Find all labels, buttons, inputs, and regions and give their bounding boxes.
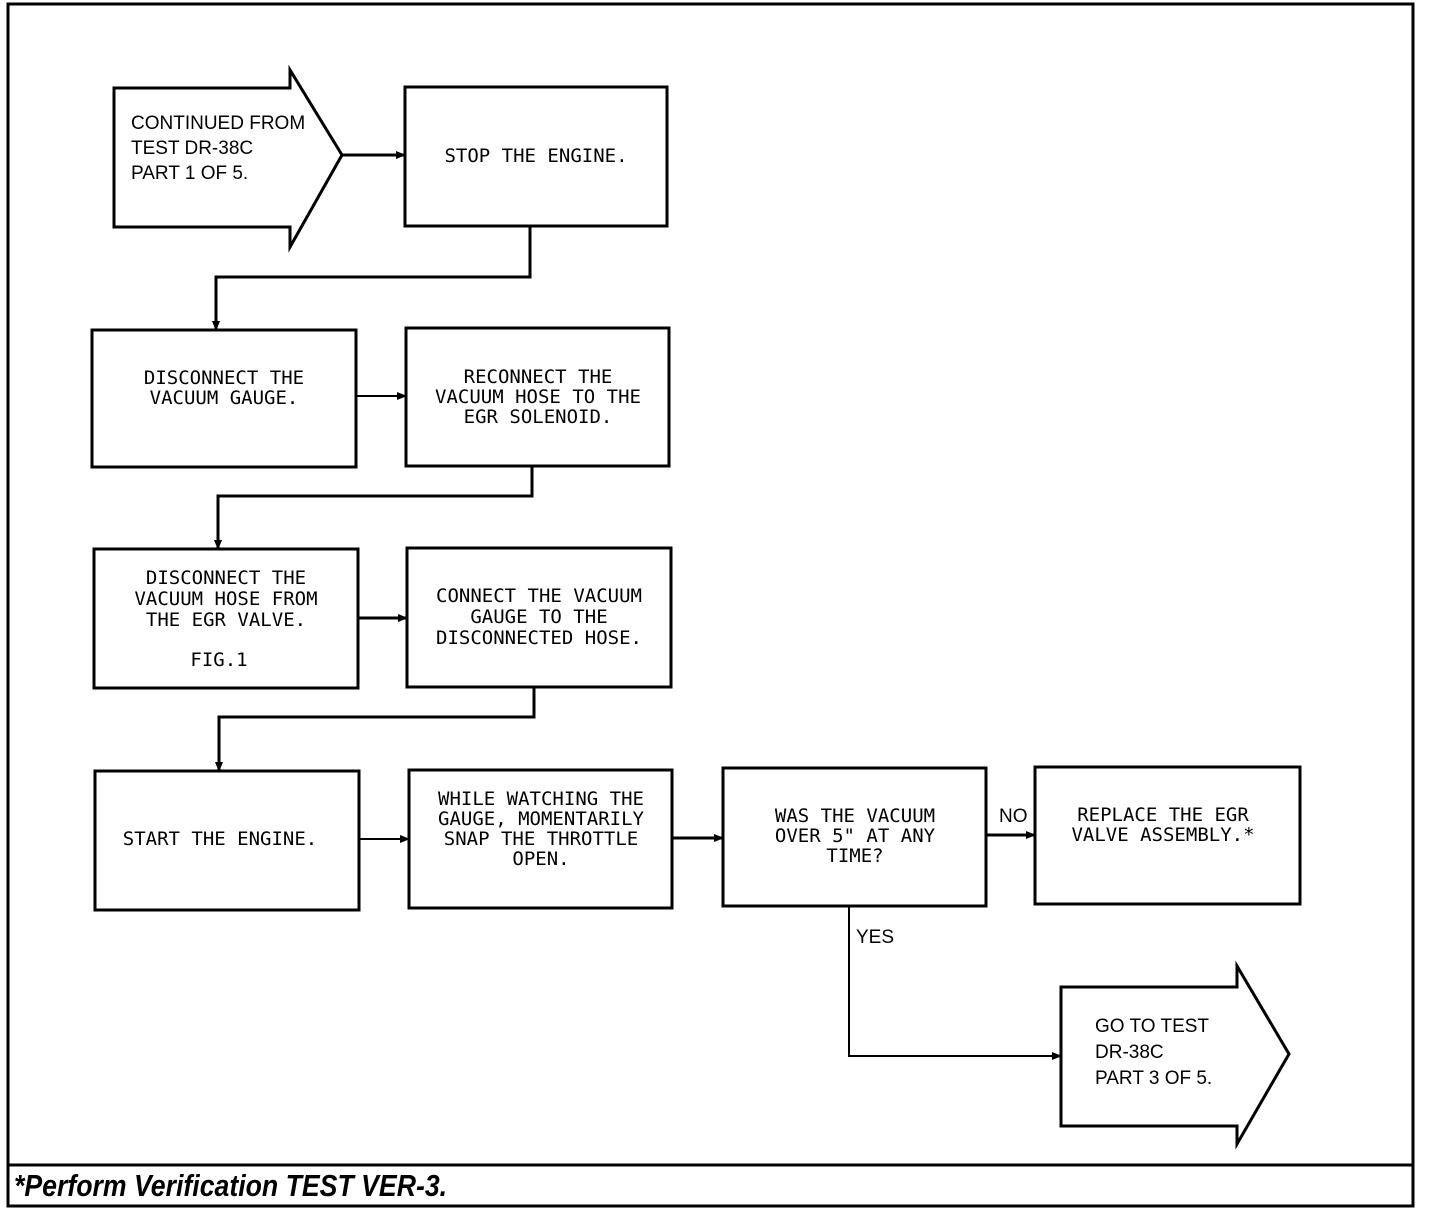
text-line: SNAP THE THROTTLE bbox=[444, 828, 638, 850]
text-line: CONNECT THE VACUUM bbox=[436, 585, 642, 607]
start-arrow-text: CONTINUED FROM TEST DR-38C PART 1 OF 5. bbox=[131, 113, 305, 184]
text-line: OVER 5" AT ANY bbox=[775, 825, 936, 847]
text-line: PART 1 OF 5. bbox=[131, 163, 248, 184]
text-line: GAUGE TO THE bbox=[470, 606, 607, 628]
text-line: WAS THE VACUUM bbox=[775, 805, 935, 827]
text-line: STOP THE ENGINE. bbox=[444, 145, 627, 167]
text-line: VACUUM GAUGE. bbox=[150, 387, 299, 409]
label-no: NO bbox=[999, 806, 1028, 827]
text-line: DR-38C bbox=[1095, 1042, 1164, 1063]
outer-border bbox=[6, 2, 1415, 1208]
text-line: GO TO TEST bbox=[1095, 1016, 1209, 1037]
end-arrow-shape bbox=[1059, 960, 1291, 1150]
text-line: EGR SOLENOID. bbox=[464, 406, 613, 428]
text-line: PART 3 OF 5. bbox=[1095, 1068, 1212, 1089]
text-line: WHILE WATCHING THE bbox=[438, 788, 644, 810]
connector-yes-branch bbox=[848, 906, 1062, 1060]
text-line: DISCONNECTED HOSE. bbox=[436, 627, 642, 649]
start-engine-box bbox=[93, 769, 361, 912]
text-line: REPLACE THE EGR bbox=[1077, 804, 1249, 826]
text-line: DISCONNECT THE bbox=[144, 367, 304, 389]
connector-stop-to-disconnect-gauge bbox=[212, 226, 532, 331]
text-line: CONTINUED FROM bbox=[131, 113, 305, 134]
text-line: START THE ENGINE. bbox=[123, 828, 317, 850]
start-engine-text: START THE ENGINE. bbox=[123, 828, 317, 850]
text-line: DISCONNECT THE bbox=[146, 567, 306, 589]
stop-engine-text: STOP THE ENGINE. bbox=[444, 145, 627, 167]
connector-reconnect-to-disconnect-hose bbox=[214, 466, 534, 550]
verification-footnote: *Perform Verification TEST VER-3. bbox=[14, 1168, 448, 1203]
text-line: OPEN. bbox=[512, 848, 569, 870]
text-line: TEST DR-38C bbox=[131, 138, 253, 159]
text-line: VACUUM HOSE TO THE bbox=[435, 386, 641, 408]
text-line: VACUUM HOSE FROM bbox=[134, 588, 317, 610]
text-line: GAUGE, MOMENTARILY bbox=[438, 808, 644, 830]
label-yes: YES bbox=[856, 927, 894, 948]
text-line: TIME? bbox=[826, 845, 883, 867]
connector-connect-to-start-engine bbox=[215, 687, 536, 772]
text-line: THE EGR VALVE. bbox=[146, 609, 306, 631]
end-arrow-text: GO TO TEST DR-38C PART 3 OF 5. bbox=[1095, 1016, 1212, 1089]
disconnect-gauge-box bbox=[90, 328, 358, 469]
start-arrow-shape bbox=[112, 64, 344, 253]
text-line: VALVE ASSEMBLY.* bbox=[1071, 824, 1254, 846]
fig-reference: FIG.1 bbox=[190, 649, 247, 671]
text-line: RECONNECT THE bbox=[464, 366, 613, 388]
